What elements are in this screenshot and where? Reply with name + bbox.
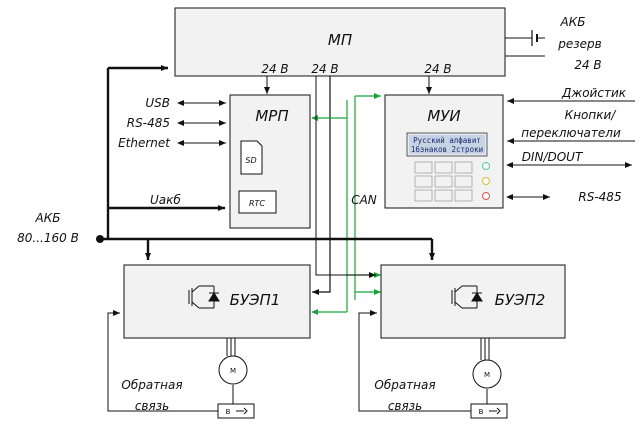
lcd-line-2: 16знаков 2строки [411,145,483,154]
reserve-battery [505,30,545,57]
rs485-mui-label: RS-485 [578,190,621,204]
buttons-label-2: переключатели [521,126,621,140]
mrp-label: МРП [255,107,288,125]
main-power-bus [100,65,435,260]
motor-2-label: M [484,371,490,379]
usb-label: USB [145,96,170,110]
indicator-yellow-icon [482,177,490,185]
encoder-1-label: В [226,408,231,416]
indicator-red-icon [482,192,490,200]
main-power-terminal [96,235,104,243]
motor-1-wiring [226,338,236,404]
indicator-green-icon [482,162,490,170]
main-battery-label-2: 80...160 В [17,231,79,245]
sd-card-label: SD [245,156,256,165]
motor-2-icon [472,359,502,389]
feedback-1-label-2: связь [135,399,169,413]
motor-2-wiring [480,338,490,404]
uakb-label: Uакб [150,193,181,207]
encoder-2-label: В [479,408,484,416]
motor-1-icon [218,355,248,385]
rtc-label: RTC [249,199,265,208]
main-battery-label-1: АКБ [35,211,61,225]
dio-label: DIN/DOUT [522,150,584,164]
can-label: CAN [351,193,377,207]
bu1-label: БУЭП1 [230,291,281,309]
feedback-1-wire [107,310,218,412]
sd-card-icon [240,140,263,175]
reserve-battery-label-3: 24 В [574,58,601,72]
igbt-icon-2 [451,285,483,309]
joystick-label: Джойстик [561,86,627,100]
encoder-2-shaft-icon [489,407,501,415]
buttons-label-1: Кнопки/ [565,108,618,122]
mp-label: МП [328,31,352,49]
keypad [414,161,473,202]
ethernet-label: Ethernet [118,136,171,150]
igbt-icon [188,285,220,309]
feedback-1-label-1: Обратная [121,378,182,392]
reserve-battery-label-2: резерв [557,37,601,51]
feedback-2-label-2: связь [388,399,422,413]
power-24v-mrp-label: 24 В [261,62,288,76]
lcd-line-1: Русский алфавит [413,136,481,145]
mp-block [174,7,506,77]
bu2-label: БУЭП2 [495,291,546,309]
feedback-2-label-1: Обратная [374,378,435,392]
power-24v-mui-label: 24 В [424,62,451,76]
mp-to-bu2-wire [315,76,376,278]
rtc-chip [238,190,277,214]
reserve-battery-label-1: АКБ [560,15,586,29]
motor-1-label: M [230,367,236,375]
encoder-1-shaft-icon [236,407,248,415]
rs485-mrp-label: RS-485 [127,116,170,130]
power-24v-bu-label: 24 В [311,62,338,76]
mui-label: МУИ [427,107,460,125]
feedback-2-wire [358,310,471,412]
lcd-screen [409,135,485,154]
mp-to-bu1-wire [312,76,331,295]
